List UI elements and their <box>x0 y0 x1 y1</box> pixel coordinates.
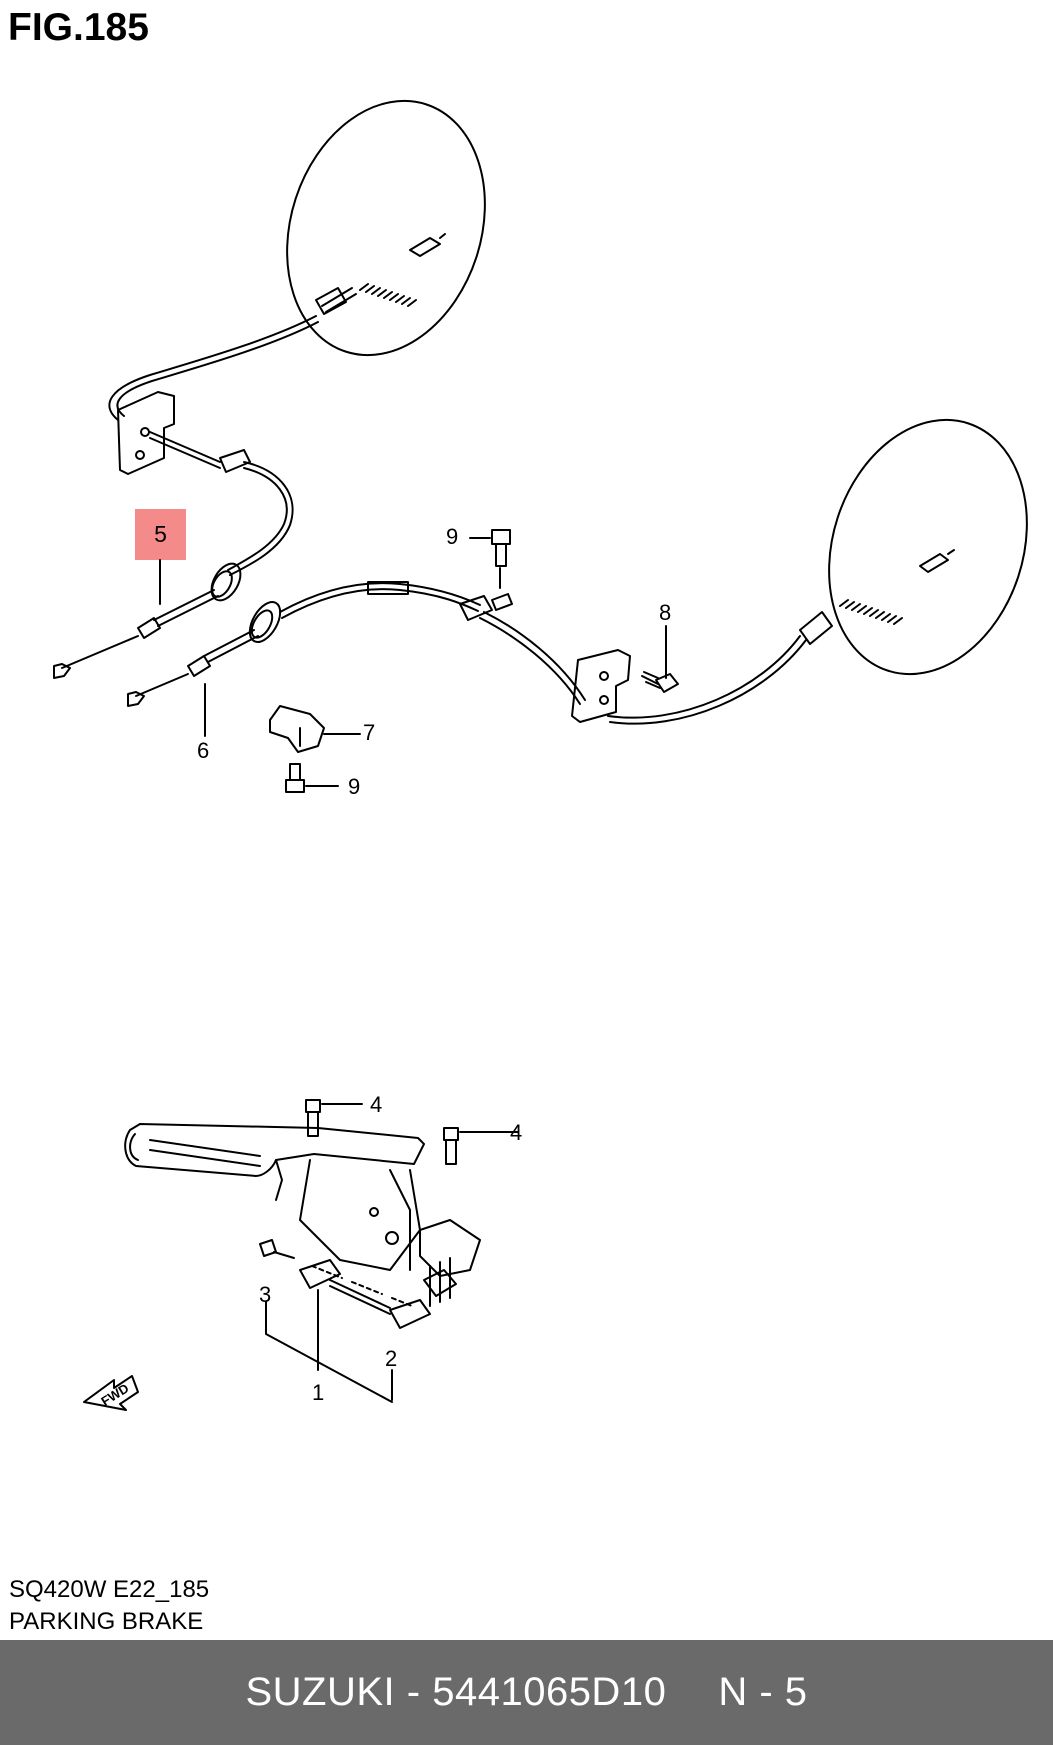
cable-6-main <box>279 582 481 613</box>
cable-5-upper <box>108 315 317 421</box>
fwd-arrow <box>83 1375 139 1411</box>
callout-6[interactable]: 6 <box>197 738 209 763</box>
lever-base-bracket <box>299 1259 341 1289</box>
callout-2[interactable]: 2 <box>385 1346 397 1371</box>
callout-1[interactable]: 1 <box>312 1380 324 1405</box>
lever-adjuster <box>419 1219 481 1277</box>
callout-8[interactable]: 8 <box>659 600 671 625</box>
parking-brake-diagram: 6 7 9 9 8 4 4 3 2 1 FWD <box>53 99 1028 1411</box>
rear-brake-drum-left <box>286 99 486 357</box>
diagram-caption: PARKING BRAKE <box>9 1608 204 1635</box>
rear-brake-drum-right <box>828 418 1028 676</box>
bolt-9-lower <box>285 763 305 793</box>
callout-9-upper[interactable]: 9 <box>446 524 458 549</box>
diagram-code: SQ420W E22_185 <box>9 1576 210 1603</box>
cable-spring-lower <box>839 599 903 625</box>
bolt-9-upper <box>491 529 511 567</box>
bolt-4-right <box>443 1127 459 1165</box>
footer-part-number: SUZUKI - 5441065D10 <box>245 1670 667 1714</box>
bracket-right <box>571 649 631 723</box>
callout-4-right[interactable]: 4 <box>510 1120 522 1145</box>
cable-5-end <box>61 635 139 669</box>
callout-9-lower[interactable]: 9 <box>348 774 360 799</box>
clamp-7 <box>269 705 325 753</box>
cable-spring-upper <box>359 283 417 307</box>
callout-7[interactable]: 7 <box>363 720 375 745</box>
cable-6-end <box>135 673 189 697</box>
bracket-upper <box>117 391 175 475</box>
callout-highlight-5[interactable]: 5 <box>135 509 186 560</box>
callout-3[interactable]: 3 <box>259 1282 271 1307</box>
callout-5-label: 5 <box>154 521 167 547</box>
bolt-3 <box>259 1239 295 1259</box>
figure-title: FIG.185 <box>8 6 149 49</box>
bolt-8 <box>641 671 661 689</box>
footer-bar: SUZUKI - 5441065D10 N - 5 <box>0 1640 1053 1745</box>
parking-brake-lever <box>124 1123 425 1177</box>
bolt-4-left <box>305 1099 321 1137</box>
footer-ref: N - 5 <box>718 1670 808 1714</box>
callout-4-left[interactable]: 4 <box>370 1092 382 1117</box>
